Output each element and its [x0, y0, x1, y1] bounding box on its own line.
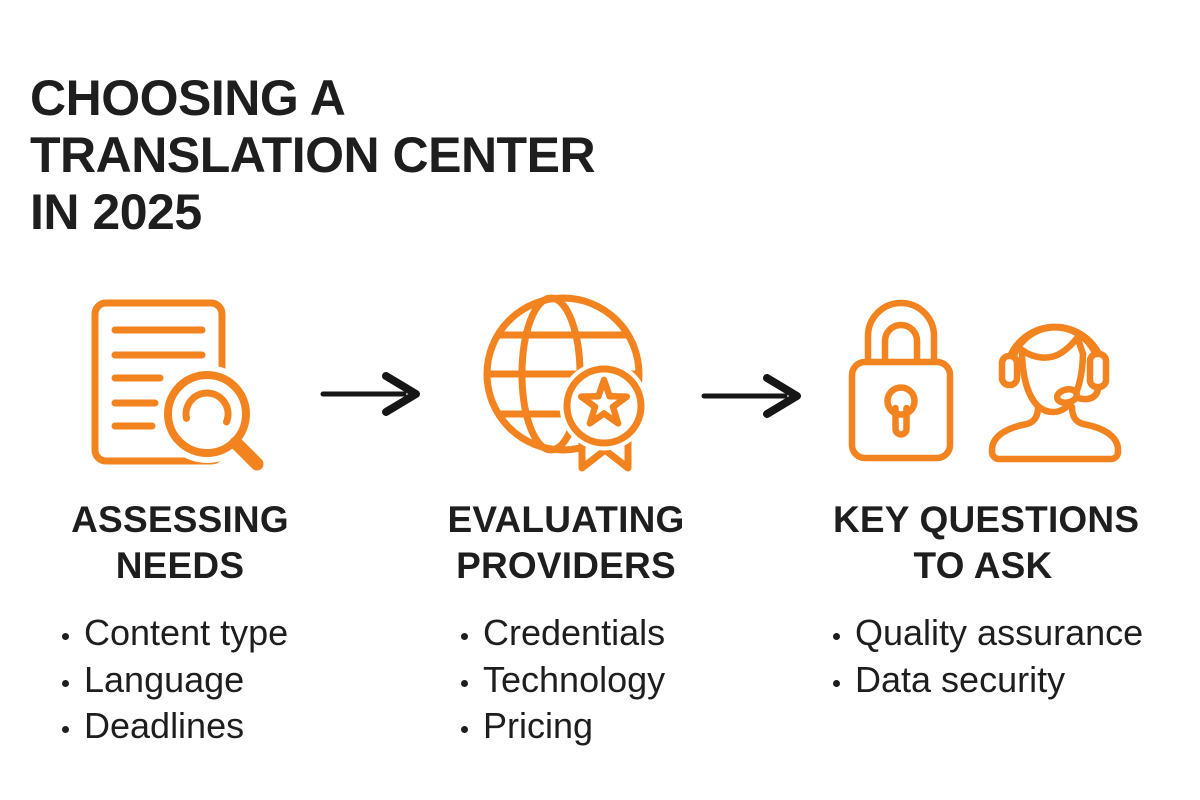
list-item-label: Language — [84, 658, 245, 700]
bullet-dot — [831, 657, 855, 687]
heading-line: PROVIDERS — [456, 545, 676, 586]
list-item-label: Content type — [84, 612, 289, 653]
heading-line: EVALUATING — [447, 499, 685, 540]
bullet-list-evaluating-providers: Credentials Technology Pricing — [459, 610, 665, 750]
page-title-line-2: TRANSLATION CENTER — [30, 127, 596, 183]
bullet-list-key-questions: Quality assurance Data security — [831, 610, 1143, 703]
bullet-list-assessing-needs: Content type Language Deadlines — [60, 610, 288, 750]
list-item-label: Credentials — [483, 612, 666, 653]
list-item: Deadlines — [60, 703, 288, 750]
support-agent-headset-icon — [988, 323, 1122, 463]
bullet-dot — [60, 703, 84, 733]
heading-line: KEY QUESTIONS — [833, 499, 1140, 540]
padlock-icon — [848, 299, 954, 462]
list-item: Technology — [459, 657, 665, 704]
page-title: CHOOSING A TRANSLATION CENTER IN 2025 — [30, 70, 596, 241]
list-item: Data security — [831, 657, 1143, 704]
heading-line: ASSESSING — [71, 499, 289, 540]
list-item: Content type — [60, 610, 288, 657]
step-heading-key-questions: KEY QUESTIONS TO ASK — [833, 497, 1140, 589]
bullet-dot — [60, 657, 84, 687]
right-arrow-icon — [320, 372, 420, 416]
bullet-dot — [459, 703, 483, 733]
list-item-label: Data security — [855, 658, 1066, 700]
list-item-label: Deadlines — [84, 705, 245, 746]
list-item-label: Quality assurance — [855, 612, 1144, 653]
step-heading-assessing-needs: ASSESSING NEEDS — [30, 497, 330, 589]
list-item: Pricing — [459, 703, 665, 750]
list-item: Credentials — [459, 610, 665, 657]
document-search-icon — [91, 299, 264, 471]
heading-line: TO ASK — [913, 545, 1053, 586]
bullet-dot — [459, 657, 483, 687]
page-title-line-3: IN 2025 — [30, 184, 202, 240]
right-arrow-icon — [701, 374, 801, 418]
list-item: Language — [60, 657, 288, 704]
heading-line: NEEDS — [115, 545, 245, 586]
page-title-line-1: CHOOSING A — [30, 70, 346, 126]
list-item-label: Technology — [483, 658, 666, 700]
list-item-label: Pricing — [483, 705, 594, 746]
bullet-dot — [831, 610, 855, 640]
list-item: Quality assurance — [831, 610, 1143, 657]
bullet-dot — [60, 610, 84, 640]
globe-award-badge-icon — [483, 294, 649, 472]
bullet-dot — [459, 610, 483, 640]
step-heading-evaluating-providers: EVALUATING PROVIDERS — [416, 497, 716, 589]
